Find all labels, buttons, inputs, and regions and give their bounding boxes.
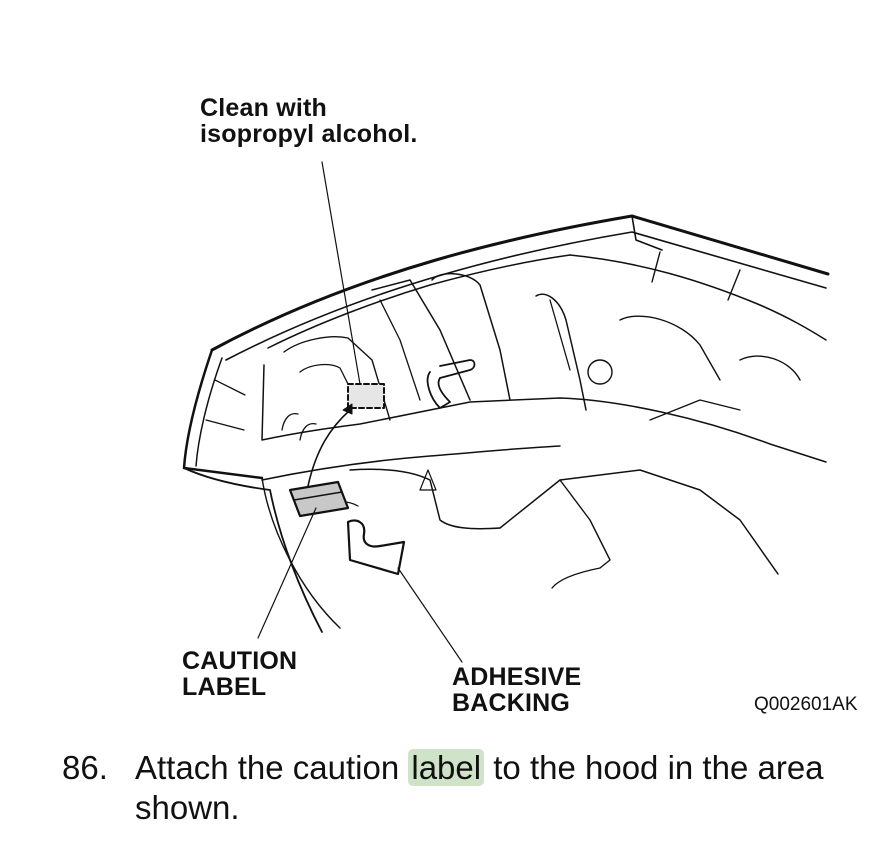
clean-callout: Clean with isopropyl alcohol. [200,95,418,147]
hood-drawing [182,161,830,663]
step-text-before: Attach the caution [135,749,409,786]
adhesive-callout-line2: BACKING [452,689,571,717]
step-text-after: to the hood in the area shown. [135,749,824,826]
figure-id: Q002601AK [754,694,858,715]
clean-callout-line2: isopropyl alcohol. [200,120,418,148]
caution-callout-line1: CAUTION [182,647,298,675]
step-text: Attach the caution label to the hood in … [135,748,855,828]
step-number: 86. [62,749,108,786]
hood-illustration: Clean with isopropyl alcohol. CAUTION LA… [182,95,858,716]
clean-callout-line1: Clean with [200,94,328,122]
adhesive-callout-line1: ADHESIVE [452,663,582,691]
adhesive-backing-callout: ADHESIVE BACKING [452,664,581,716]
caution-label-callout: CAUTION LABEL [182,648,297,700]
highlighted-word[interactable]: label [408,749,485,786]
caution-callout-line2: LABEL [182,673,267,701]
